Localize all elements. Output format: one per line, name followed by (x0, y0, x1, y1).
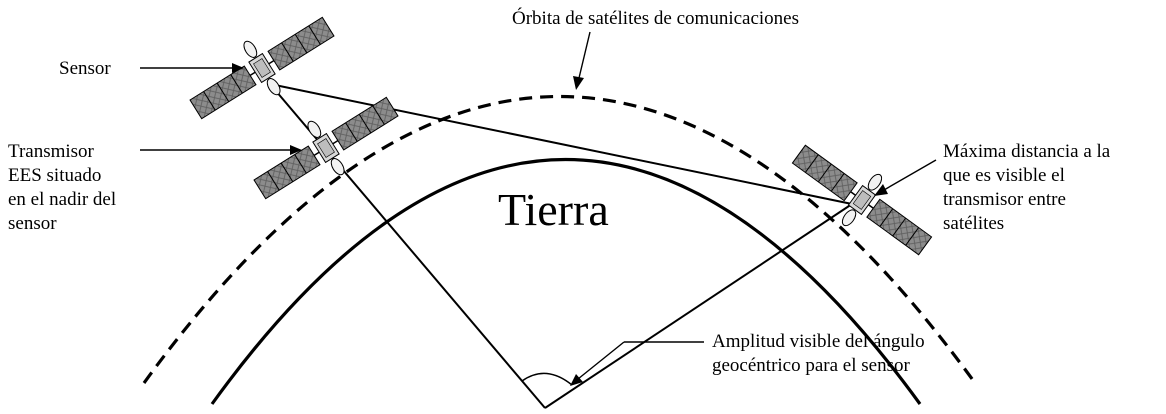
earth-arc (210, 158, 922, 405)
max-distance-label-line: transmisor entre (943, 189, 1066, 210)
angle-arrow (570, 341, 704, 386)
geocentric-angle-label-line: geocéntrico para el sensor (712, 355, 910, 376)
sensor-label: Sensor (59, 58, 111, 79)
geocentric-angle-label-line: Amplitud visible del ángulo (712, 331, 925, 352)
comm-orbit-arc (142, 95, 977, 384)
earth-label: Tierra (498, 184, 609, 235)
max-distance-label-line: que es visible el (943, 165, 1065, 186)
relay-radius-line (544, 203, 853, 409)
transmitter-label-line: en el nadir del (8, 189, 117, 210)
transmitter-label-line: EES situado (8, 165, 102, 186)
transmitter-label-line: Transmisor (8, 141, 94, 162)
sensor-arrow (140, 63, 244, 73)
orbit-arrow (573, 31, 591, 90)
sensor-to-relay-line (269, 83, 853, 205)
orbit-label: Órbita de satélites de comunicaciones (512, 8, 800, 29)
max-distance-arrow (874, 159, 937, 196)
geocentric-angle-arc (521, 372, 573, 386)
transmitter-arrow (140, 145, 302, 155)
sensor-radius-line (269, 83, 546, 409)
transmitter-label-line: sensor (8, 213, 57, 234)
max-distance-label-line: satélites (943, 213, 1005, 234)
max-distance-label-line: Máxima distancia a la (943, 141, 1111, 162)
